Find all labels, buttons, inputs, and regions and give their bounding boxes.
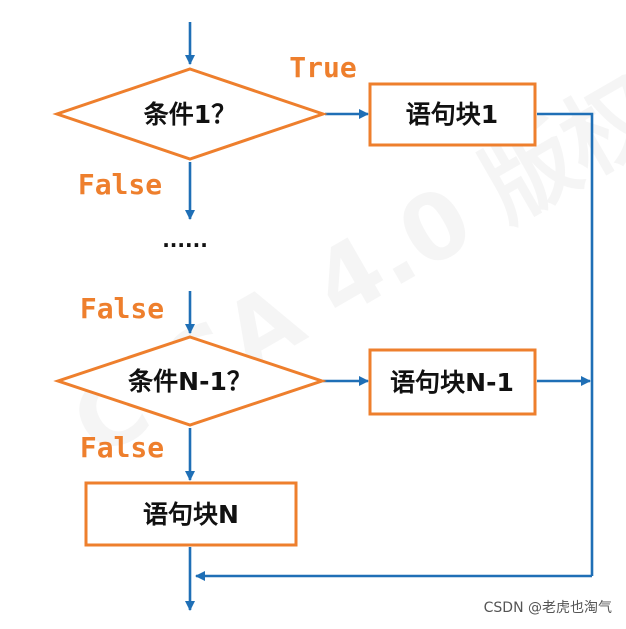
false-label-3: False (80, 431, 164, 464)
block-n1-label: 语句块N-1 (390, 368, 514, 397)
credit-text: CSDN @老虎也淘气 (484, 600, 612, 616)
merge-line-1 (537, 112, 594, 576)
block-1-box (368, 82, 537, 147)
block-n-box (84, 481, 298, 547)
block-n1-box (368, 348, 537, 416)
true-label: True (289, 51, 356, 84)
block-n-label: 语句块N (143, 500, 239, 529)
ellipsis-label: ...... (162, 228, 208, 252)
condition-n1-diamond (53, 335, 327, 427)
condition-n1-label: 条件N-1？ (128, 367, 252, 396)
condition-1-diamond (52, 67, 328, 161)
condition-1-label: 条件1？ (144, 100, 236, 129)
false-label-1: False (78, 168, 162, 201)
false-label-2: False (80, 292, 164, 325)
block-1-label: 语句块1 (406, 100, 498, 129)
